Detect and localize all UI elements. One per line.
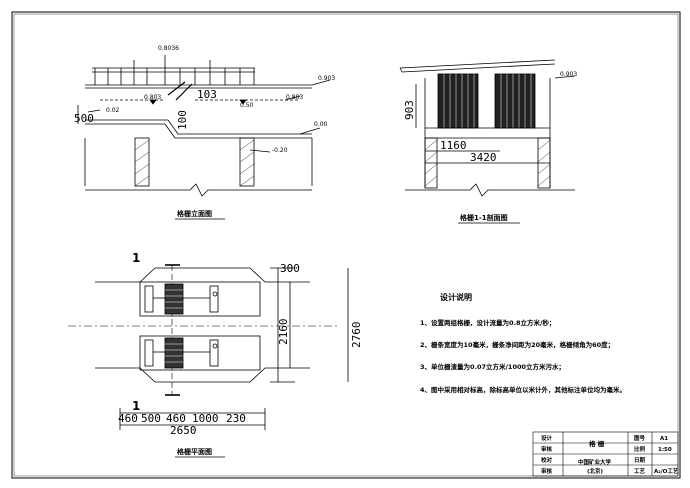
level-0803-elev-b: 0.803 — [144, 94, 161, 101]
dim-b2-plan: 500 — [141, 412, 161, 425]
dim-2160-plan: 2160 — [277, 319, 290, 346]
dim-3420-section: 3420 — [470, 151, 497, 164]
dim-500-elev: 500 — [74, 112, 94, 125]
tb-fig-no: A1 — [660, 436, 668, 442]
tb-school: 中国矿业大学 — [578, 458, 612, 466]
note-item-2: 2、栅条宽度为10毫米，栅条净间距为20毫米，格栅倾角为60度； — [420, 340, 614, 349]
tb-check: 校对 — [541, 456, 553, 464]
dim-b5-plan: 230 — [226, 412, 246, 425]
dim-100-elev: 100 — [176, 110, 189, 130]
dim-2760-plan: 2760 — [350, 322, 363, 349]
dim-903-section: 903 — [403, 100, 416, 120]
level-002-elev: 0.02 — [106, 107, 120, 114]
dim-b4-plan: 1000 — [192, 412, 219, 425]
elevation-labels: 0.903 0.803 0.803 0.50 0.02 0.00 -0.20 5… — [74, 45, 335, 220]
sheet-inner-border — [13, 13, 679, 477]
tb-drawing-name: 格 栅 — [589, 439, 605, 448]
caption-elevation: 格栅立面图 — [177, 209, 212, 218]
dim-300-plan: 300 — [280, 262, 300, 275]
section-mark-bottom: 1 — [132, 399, 140, 413]
note-item-1: 1、设置两组格栅，设计流量为0.8立方米/秒； — [420, 318, 555, 327]
dim-tiny-elev: 0.8036 — [158, 45, 179, 52]
level-0903-elev: 0.903 — [318, 75, 335, 82]
tb-date-label: 日期 — [634, 456, 646, 464]
title-block-text: 设计 审核 校对 审核 格 栅 中国矿业大学 (北京) 图号 A1 比例 1:5… — [541, 434, 679, 475]
note-item-3: 3、单位栅渣量为0.07立方米/1000立方米污水； — [420, 362, 565, 371]
dim-total-plan: 2650 — [170, 424, 197, 437]
elevation-view — [77, 55, 331, 197]
level-m020-elev: -0.20 — [272, 147, 288, 154]
tb-design: 设计 — [541, 434, 553, 442]
level-0803-elev: 0.803 — [286, 94, 303, 101]
sheet-border — [11, 11, 681, 479]
level-050-elev: 0.50 — [240, 102, 254, 109]
tb-review: 审核 — [541, 445, 553, 453]
title-block — [532, 431, 679, 477]
dim-103-elev: 103 — [197, 88, 217, 101]
dim-b1-plan: 460 — [118, 412, 138, 425]
tb-school-sub: (北京) — [587, 467, 604, 475]
plan-view — [68, 264, 349, 430]
tb-craft-label: 工艺 — [634, 467, 646, 475]
section-view — [399, 59, 576, 197]
caption-section: 格栅1-1剖面图 — [460, 213, 508, 222]
section-labels: 0.903 903 1160 3420 格栅1-1剖面图 — [403, 71, 577, 224]
dim-1160-section: 1160 — [440, 139, 467, 152]
plan-labels: 1 1 300 2160 2760 460 500 460 1000 230 2… — [118, 251, 363, 458]
tb-craft: A₂/O工艺 — [654, 467, 679, 475]
section-mark-top: 1 — [132, 251, 140, 265]
handrail-posts — [94, 55, 255, 85]
note-item-4: 4、图中采用相对标高，除标高单位以米计外，其他标注单位均为毫米。 — [420, 385, 626, 394]
design-notes: 设计说明 1、设置两组格栅，设计流量为0.8立方米/秒； 2、栅条宽度为10毫米… — [420, 292, 626, 394]
level-0903-section: 0.903 — [560, 71, 577, 78]
notes-title: 设计说明 — [440, 292, 472, 302]
tb-scale-label: 比例 — [634, 445, 646, 453]
tb-approve: 审核 — [541, 467, 553, 475]
caption-plan: 格栅平面图 — [177, 447, 212, 456]
tb-fig-no-label: 图号 — [634, 434, 646, 442]
dim-b3-plan: 460 — [166, 412, 186, 425]
level-000-elev: 0.00 — [314, 121, 328, 128]
tb-scale: 1:50 — [658, 447, 672, 453]
